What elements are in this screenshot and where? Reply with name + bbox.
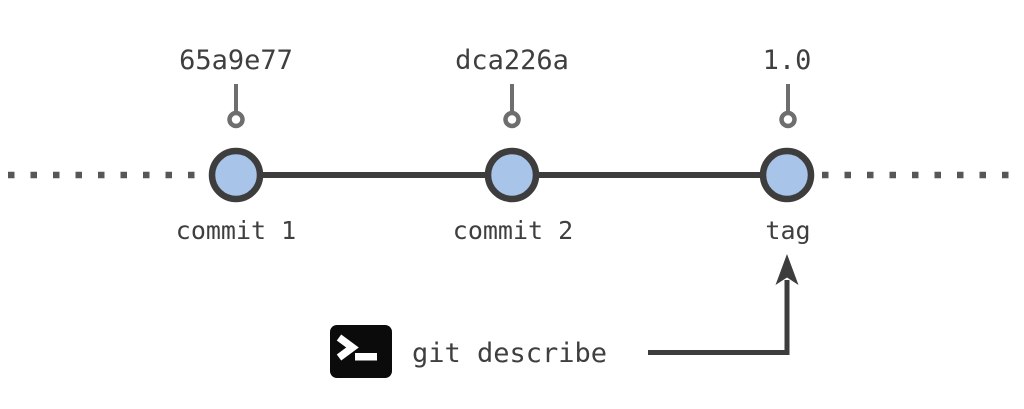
commit-node-circle [208,147,264,203]
node-commit-1: 65a9e77 commit 1 [176,45,296,245]
arrow-head-icon [775,254,799,285]
command-callout: git describe [330,254,799,378]
tag-caption: tag [765,216,810,245]
terminal-underscore-icon [355,353,377,361]
commit-hash-label: dca226a [455,45,569,76]
arrow-line [648,280,790,355]
commit-hash-label: 65a9e77 [179,45,293,76]
commit-caption: commit 2 [453,216,573,245]
command-label: git describe [412,338,607,369]
commit-caption: commit 1 [176,216,296,245]
terminal-icon [330,325,392,378]
pin-ring-icon [227,110,245,129]
tag-version-label: 1.0 [763,45,812,76]
pin-ring-icon [779,110,797,129]
terminal-chevron-icon [336,334,359,361]
terminal-icon-background [330,325,392,378]
commit-node-circle [484,147,540,203]
node-tag: 1.0 tag [759,45,815,245]
pin-ring-icon [503,110,521,129]
node-commit-2: dca226a commit 2 [453,45,573,245]
tag-node-circle [759,147,815,203]
